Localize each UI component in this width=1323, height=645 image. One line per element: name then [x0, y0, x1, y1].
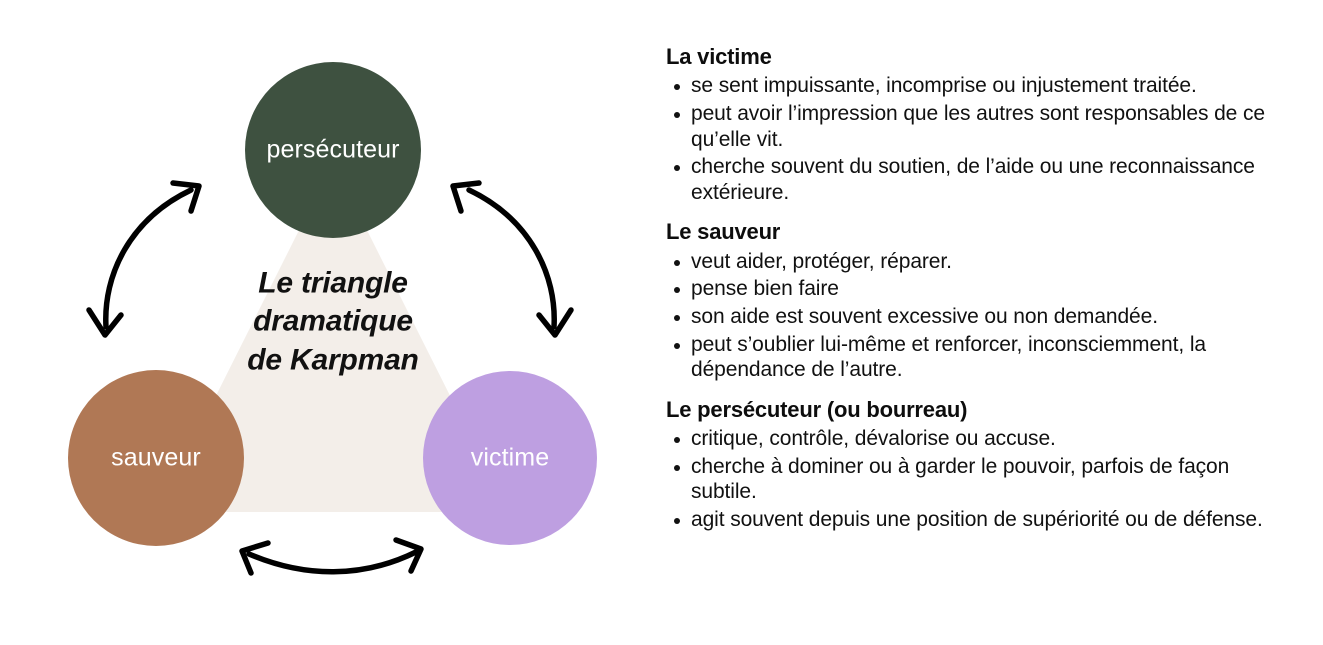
bullet-list-sauveur: veut aider, protéger, réparer. pense bie… [666, 249, 1266, 383]
center-title-line-2: dramatique [253, 304, 413, 338]
node-circle-persecuteur[interactable] [245, 62, 421, 238]
list-item: son aide est souvent excessive ou non de… [666, 304, 1266, 330]
list-item: pense bien faire [666, 276, 1266, 302]
list-item: veut aider, protéger, réparer. [666, 249, 1266, 275]
section-heading-persecuteur: Le persécuteur (ou bourreau) [666, 396, 968, 422]
arrow-sauveur-persecuteur [86, 180, 202, 338]
list-item: critique, contrôle, dévalorise ou accuse… [666, 426, 1266, 452]
roles-description-column: La victime se sent impuissante, incompri… [666, 44, 1266, 535]
list-item: cherche à dominer ou à garder le pouvoir… [666, 454, 1266, 505]
bullet-list-victime: se sent impuissante, incomprise ou injus… [666, 73, 1266, 205]
center-title-line-1: Le triangle [258, 266, 408, 300]
triangle-shape [162, 171, 504, 512]
center-title-line-3: de Karpman [247, 343, 419, 377]
arrow-persecuteur-victime [450, 180, 574, 338]
list-item: cherche souvent du soutien, de l’aide ou… [666, 154, 1266, 205]
diagram-center-title: Le triangle dramatique de Karpman [203, 264, 463, 379]
list-item: agit souvent depuis une position de supé… [666, 507, 1266, 533]
section-persecuteur: Le persécuteur (ou bourreau) critique, c… [666, 397, 1266, 533]
diagram-canvas [68, 62, 597, 576]
section-sauveur: Le sauveur veut aider, protéger, réparer… [666, 219, 1266, 382]
list-item: se sent impuissante, incomprise ou injus… [666, 73, 1266, 99]
list-item: peut s’oublier lui-même et renforcer, in… [666, 332, 1266, 383]
section-heading-victime: La victime [666, 44, 772, 69]
bullet-list-persecuteur: critique, contrôle, dévalorise ou accuse… [666, 426, 1266, 532]
node-circle-sauveur[interactable] [68, 370, 244, 546]
arrow-sauveur-victime [239, 537, 424, 576]
section-heading-sauveur: Le sauveur [666, 219, 781, 245]
list-item: peut avoir l’impression que les autres s… [666, 101, 1266, 152]
karpman-triangle-diagram: persécuteur sauveur victime Le triangle … [0, 0, 660, 645]
node-circle-victime[interactable] [423, 371, 597, 545]
section-victime: La victime se sent impuissante, incompri… [666, 44, 1266, 205]
